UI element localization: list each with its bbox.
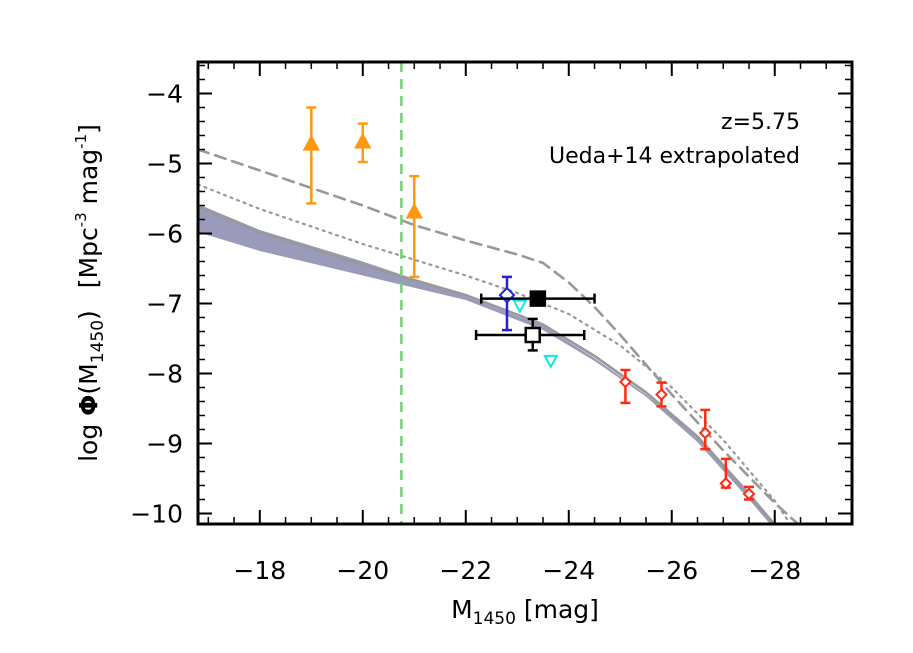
marker-triangle-up (405, 202, 423, 219)
axis-ticks (198, 62, 853, 524)
marker-diamond (698, 426, 712, 440)
x-tick-label: −22 (439, 556, 492, 585)
y-tick-label: −4 (146, 80, 183, 109)
annotation-redshift: z=5.75 (721, 110, 800, 135)
y-tick-label: −7 (146, 290, 183, 319)
x-tick-label: −26 (645, 556, 698, 585)
annotations: z=5.75 Ueda+14 extrapolated (549, 110, 800, 169)
model-band (198, 204, 777, 524)
marker-triangle-up (354, 132, 372, 149)
marker-triangle-up (302, 134, 320, 151)
data-point-triangle-up (302, 106, 320, 205)
data-point-triangle-down (543, 354, 559, 369)
marker-triangle-down (512, 299, 528, 314)
y-tick-label: −9 (146, 430, 183, 459)
y-axis-title: log Φ(M1450)[Mpc-3 mag-1] (72, 124, 108, 462)
y-tick-label: −10 (130, 500, 183, 529)
x-tick-label: −24 (542, 556, 595, 585)
marker-square (524, 326, 541, 344)
model-curve-solid (198, 205, 776, 524)
data-point-diamond (719, 457, 733, 490)
data-point-diamond (619, 368, 632, 405)
data-point-diamond (698, 408, 712, 451)
y-tick-label: −8 (146, 360, 183, 389)
plot-frame (196, 60, 854, 526)
marker-diamond (719, 476, 733, 490)
data-point-triangle-up (354, 122, 372, 164)
marker-triangle-down (543, 354, 559, 369)
x-tick-label: −20 (336, 556, 389, 585)
data-point-triangle-up (405, 174, 423, 279)
data-point-diamond (655, 381, 668, 408)
y-tick-label: −5 (146, 150, 183, 179)
y-tick-label: −6 (146, 220, 183, 249)
marker-diamond (619, 375, 632, 389)
marker-diamond (742, 487, 756, 501)
data-point-triangle-down (512, 299, 528, 314)
x-tick-label: −28 (748, 556, 801, 585)
plot-area (198, 62, 800, 524)
annotation-model: Ueda+14 extrapolated (549, 144, 800, 169)
data-point-diamond (498, 275, 516, 332)
model-curve-dotted (198, 183, 792, 524)
x-tick-label: −18 (233, 556, 286, 585)
marker-diamond (655, 388, 668, 401)
marker-square (529, 290, 547, 307)
x-axis-title: M1450 [mag] (451, 595, 599, 629)
model-curve-dashed (198, 148, 800, 524)
data-point-diamond (742, 485, 756, 501)
data-point-square (474, 317, 586, 352)
data-point-square (479, 290, 596, 307)
